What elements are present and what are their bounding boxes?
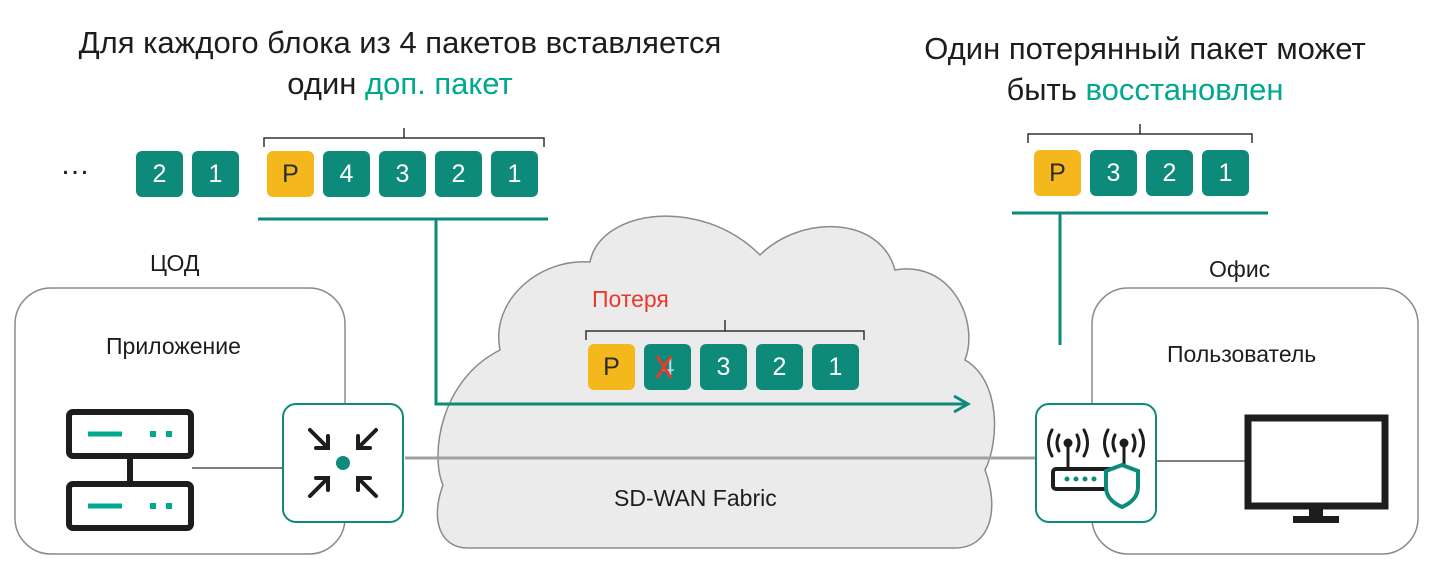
left-caption-accent: доп. пакет <box>365 66 513 101</box>
lost-packet: 4 <box>644 344 691 390</box>
sender-packet: 1 <box>491 151 538 197</box>
left-caption-line1: Для каждого блока из 4 пакетов вставляет… <box>78 25 722 60</box>
sender-packet: 4 <box>323 151 370 197</box>
user-label: Пользователь <box>1167 341 1317 367</box>
lost-stream-packet: 3 <box>700 344 747 390</box>
sender-packet: 2 <box>435 151 482 197</box>
right-caption: Один потерянный пакет может быть восстан… <box>900 28 1390 110</box>
parity-packet: P <box>1034 150 1081 196</box>
received-packet: 2 <box>1146 150 1193 196</box>
lost-stream-packet: 2 <box>756 344 803 390</box>
app-label: Приложение <box>106 333 241 359</box>
sender-packet: 1 <box>192 151 239 197</box>
received-bracket <box>1027 124 1253 143</box>
datacenter-title: ЦОД <box>150 250 200 276</box>
received-packet: 1 <box>1202 150 1249 196</box>
flow-arrow-head <box>953 394 972 414</box>
right-caption-line1: Один потерянный пакет может <box>924 31 1366 66</box>
parity-packet: P <box>588 344 635 390</box>
left-caption: Для каждого блока из 4 пакетов вставляет… <box>60 22 740 104</box>
block-bracket <box>263 128 545 147</box>
loss-bracket <box>585 320 865 340</box>
fabric-label: SD-WAN Fabric <box>614 485 777 511</box>
right-caption-line2: быть восстановлен <box>1006 72 1284 107</box>
wifi-router-shield-icon <box>1047 428 1145 510</box>
sdwan-edge-node[interactable] <box>282 403 404 523</box>
parity-packet: P <box>267 151 314 197</box>
right-caption-accent: восстановлен <box>1085 72 1284 107</box>
loss-label: Потеря <box>592 286 669 312</box>
office-router-node[interactable] <box>1035 403 1157 523</box>
ellipsis: … <box>60 148 92 181</box>
sender-packet: 3 <box>379 151 426 197</box>
lost-cross-icon <box>655 355 673 379</box>
sender-packet: 2 <box>136 151 183 197</box>
lost-stream-packet: 1 <box>812 344 859 390</box>
sdwan-edge-icon <box>308 428 378 498</box>
flow-arrow <box>434 219 968 406</box>
left-caption-line2: один доп. пакет <box>287 66 513 101</box>
office-title: Офис <box>1209 256 1271 282</box>
received-packet: 3 <box>1090 150 1137 196</box>
